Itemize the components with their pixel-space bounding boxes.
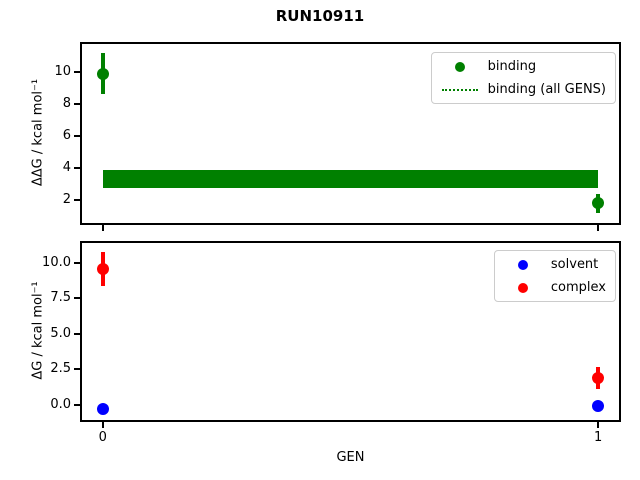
y-tick-mark	[74, 166, 80, 169]
y-tick-mark	[74, 70, 80, 73]
solvent-point	[592, 400, 605, 413]
complex-point	[592, 371, 605, 384]
y-tick-label: 2.5	[50, 361, 71, 377]
binding-point	[96, 67, 109, 80]
x-tick-label: 1	[594, 430, 603, 445]
y-tick-mark	[74, 198, 80, 201]
x-tick-mark	[597, 422, 600, 428]
y-tick-mark	[74, 368, 80, 371]
x-tick-label: 0	[98, 430, 107, 445]
binding-marker-icon	[454, 61, 465, 72]
y-tick-label: 0.0	[50, 396, 71, 412]
legend-item-solvent: solvent	[504, 255, 606, 274]
x-tick-mark	[597, 225, 600, 231]
y-tick-label: 5.0	[50, 325, 71, 341]
y-tick-label: 10	[54, 63, 71, 79]
legend-label-complex: complex	[550, 280, 606, 295]
y-tick-mark	[74, 102, 80, 105]
xlabel-gen: GEN	[336, 450, 365, 465]
y-tick-mark	[74, 262, 80, 264]
figure-title: RUN10911	[275, 7, 365, 25]
y-tick-mark	[74, 403, 80, 406]
y-tick-mark	[74, 332, 80, 335]
y-tick-label: 2	[62, 191, 71, 207]
legend-item-complex: complex	[504, 278, 606, 297]
legend-item-binding: binding	[441, 57, 606, 76]
y-tick-mark	[74, 297, 80, 300]
legend-item-binding-all-gens: binding (all GENS)	[441, 80, 606, 99]
legend-binding: binding binding (all GENS)	[430, 52, 616, 104]
y-tick-mark	[74, 134, 80, 137]
legend-free-energy: solvent complex	[493, 250, 616, 302]
solvent-marker-icon	[517, 259, 528, 270]
y-tick-label: 7.5	[50, 290, 71, 306]
axes-binding	[80, 42, 621, 225]
binding-point	[592, 197, 605, 210]
x-tick-mark	[101, 225, 104, 231]
dotted-line-icon	[441, 88, 478, 91]
x-tick-mark	[101, 422, 104, 428]
legend-label-binding-all-gens: binding (all GENS)	[487, 82, 606, 97]
legend-label-binding: binding	[487, 59, 537, 74]
band-binding-all-gens	[102, 170, 599, 188]
y-tick-label: 6	[62, 127, 71, 143]
y-tick-label: 4	[62, 159, 71, 175]
axes-free-energy	[80, 241, 621, 422]
y-tick-label: 10.0	[42, 255, 71, 270]
complex-marker-icon	[517, 282, 528, 293]
y-tick-label: 8	[62, 95, 71, 111]
complex-point	[96, 262, 109, 275]
solvent-point	[96, 403, 109, 416]
legend-label-solvent: solvent	[550, 257, 599, 272]
